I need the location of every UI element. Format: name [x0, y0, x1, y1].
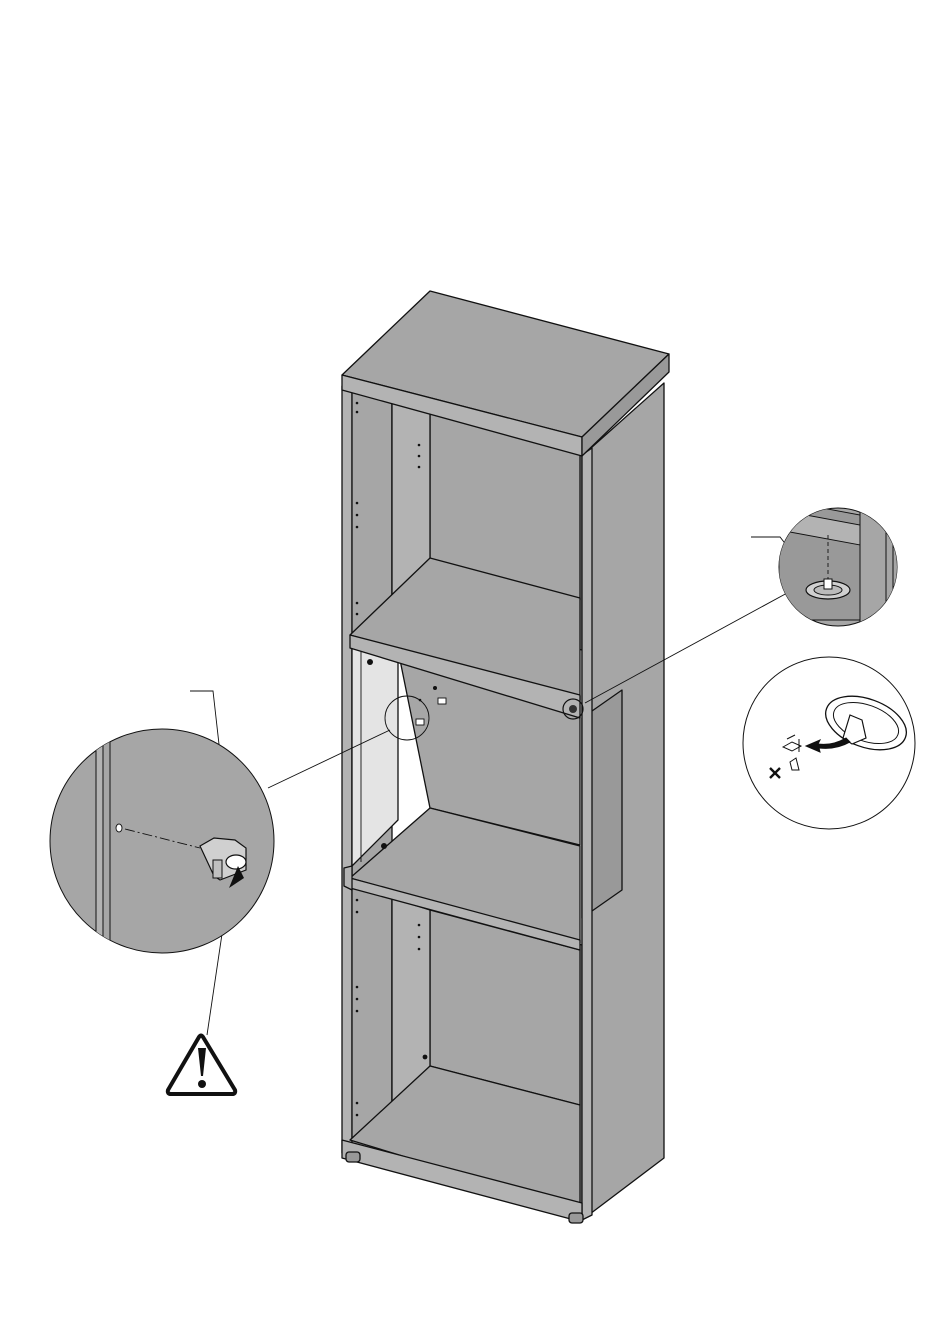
- right-front-edge: [582, 448, 592, 1220]
- warning-triangle-icon: [168, 1036, 235, 1095]
- detail-glass-clip: [50, 720, 274, 960]
- detail-pad-position: [779, 500, 900, 635]
- divider-shelf-left-edge: [344, 866, 352, 890]
- foot-left: [346, 1152, 360, 1162]
- cabinet: [342, 291, 669, 1223]
- detail-felt-pad: [743, 657, 915, 829]
- left-side-panel-edge: [342, 386, 352, 1158]
- foot-right: [569, 1213, 583, 1223]
